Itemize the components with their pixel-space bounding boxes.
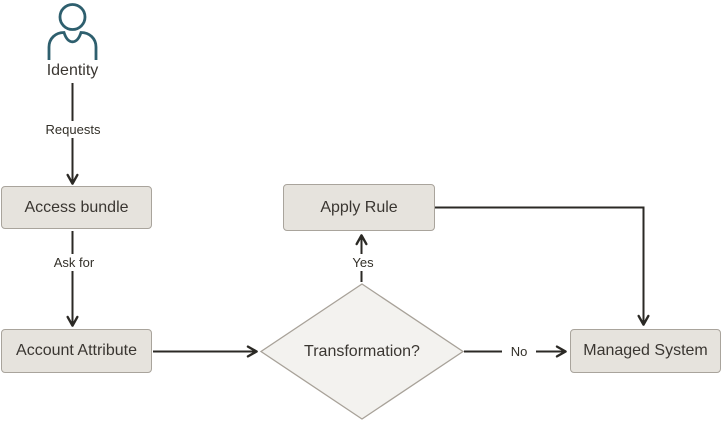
node-account-attribute: Account Attribute xyxy=(1,329,152,373)
node-access-bundle: Access bundle xyxy=(1,186,152,229)
node-apply-rule: Apply Rule xyxy=(283,184,435,231)
edge-label-no: No xyxy=(502,343,536,360)
person-icon xyxy=(47,3,98,60)
node-managed-system: Managed System xyxy=(570,329,721,373)
node-identity-label: Identity xyxy=(46,62,99,79)
edge-label-yes: Yes xyxy=(346,254,380,271)
edge-apply-rule-to-managed-system xyxy=(435,206,650,326)
edge-label-requests: Requests xyxy=(40,121,106,138)
node-transformation-label: Transformation? xyxy=(304,342,420,360)
transformation-diamond-shape xyxy=(259,283,465,420)
edge-label-ask-for: Ask for xyxy=(47,254,101,271)
